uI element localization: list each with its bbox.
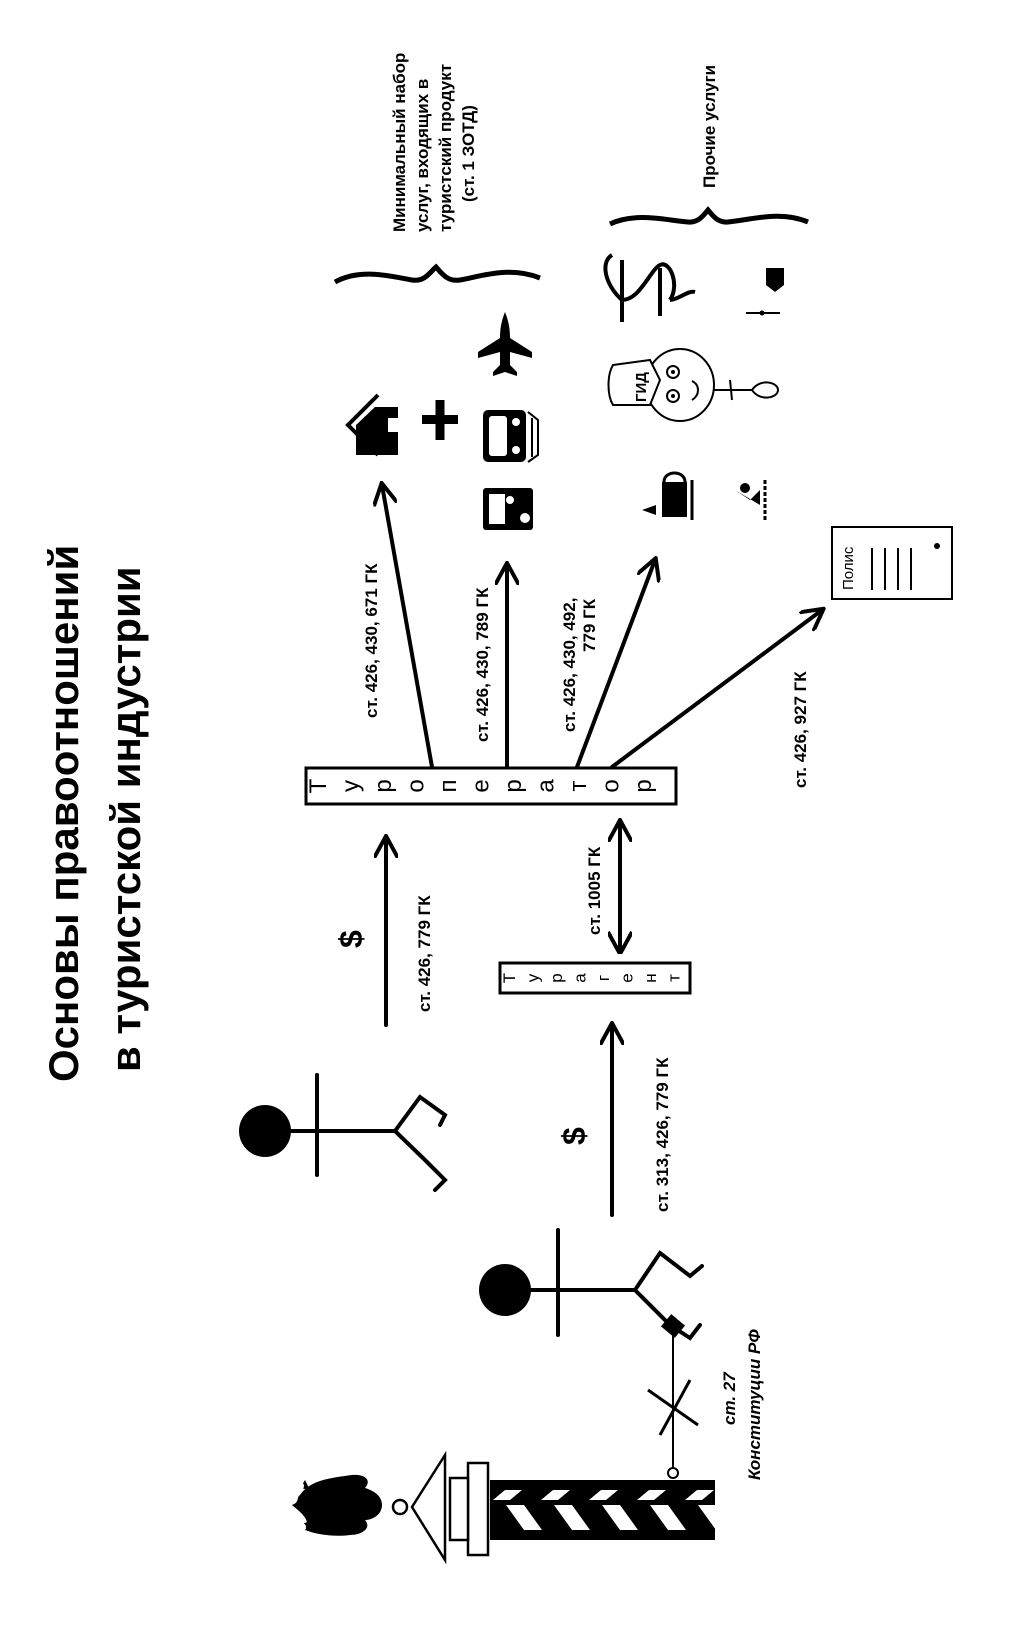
touroperator-letter: а	[533, 779, 560, 793]
border-post-stripe	[650, 1505, 686, 1530]
title-group: Основы правоотношений в туристской индус…	[40, 545, 149, 1082]
minimal-set-brace	[333, 263, 541, 285]
policy-label: Полис	[840, 546, 857, 590]
border-post-stripe	[493, 1490, 522, 1500]
border-post-stripe	[685, 1490, 714, 1500]
minimal-set-line-2: услуг, входящих в	[413, 79, 432, 232]
plus-icon	[422, 400, 458, 440]
minimal-set-header: Минимальный набор услуг, входящих в тури…	[390, 53, 478, 232]
forbidden-cross-icon	[647, 1379, 699, 1436]
label-operator-to-transport: ст. 426, 430, 789 ГК	[473, 587, 492, 742]
hotel-icon	[345, 393, 398, 457]
train-icon	[483, 410, 539, 463]
touroperator-letter: у	[338, 780, 365, 792]
touroperator-letter: р	[500, 779, 527, 792]
constitution-article: ст. 27	[720, 1371, 739, 1425]
title-line-2: в туристской индустрии	[102, 566, 149, 1072]
swimmer-icon	[735, 480, 767, 520]
double-headed-eagle-icon	[292, 1474, 382, 1536]
tourist-figure-1	[239, 1073, 448, 1192]
tourist-figure-2	[479, 1228, 704, 1341]
arrow-operator-to-other-services	[575, 560, 655, 769]
bus-icon	[483, 488, 533, 530]
label-operator-to-other-services-2: 779 ГК	[580, 598, 599, 652]
airplane-icon	[478, 312, 532, 376]
payment-tourist-to-agent: $	[556, 1127, 592, 1145]
touragent-letter: Т	[500, 973, 519, 983]
other-services-header: Прочие услуги	[700, 65, 719, 188]
border-post-stripe	[698, 1505, 734, 1530]
touroperator-letter: Т	[305, 778, 332, 793]
arrow-operator-to-accommodation	[382, 485, 434, 769]
touroperator-letter: о	[598, 779, 625, 792]
guide-cap-label: ГИД	[633, 372, 650, 402]
border-post-stripe	[506, 1505, 542, 1530]
border-post-icon	[391, 1450, 734, 1565]
other-services-brace	[608, 206, 809, 227]
payment-tourist-to-operator: $	[333, 930, 369, 948]
touroperator-letter: р	[630, 779, 657, 792]
label-tourist-to-operator: ст. 426, 779 ГК	[415, 895, 434, 1012]
touroperator-letter: о	[403, 779, 430, 792]
border-post-stripe	[602, 1505, 638, 1530]
minimal-set-line-3: туристский продукт	[436, 64, 455, 232]
border-post-stripe	[541, 1490, 570, 1500]
label-operator-to-accommodation: ст. 426, 430, 671 ГК	[362, 563, 381, 718]
touroperator-letter: е	[468, 779, 495, 792]
insurance-policy-document: Полис	[831, 526, 953, 600]
constitution-source: Конституции РФ	[745, 1329, 764, 1480]
title-line-1: Основы правоотношений	[40, 545, 87, 1082]
touroperator-letter: п	[435, 780, 462, 793]
chain-ring	[667, 1467, 679, 1479]
touragent-letter: г	[594, 975, 613, 981]
guide-icon: ГИД	[607, 348, 779, 422]
minimal-set-line-4: (ст. 1 ЗОТД)	[459, 105, 478, 202]
luggage-icon	[642, 471, 694, 520]
minimal-set-line-1: Минимальный набор	[390, 53, 409, 232]
label-operator-to-insurance: ст. 426, 927 ГК	[791, 671, 810, 788]
touragent-letter: у	[524, 973, 543, 982]
label-operator-to-other-services-1: ст. 426, 430, 492,	[560, 598, 579, 732]
beach-shovel-icon	[746, 268, 784, 316]
touragent-letter: р	[547, 973, 566, 982]
label-tourist-to-agent: ст. 313, 426, 779 ГК	[653, 1057, 672, 1212]
touroperator-letter: р	[370, 779, 397, 792]
border-post-stripe	[637, 1490, 666, 1500]
touragent-letter: н	[641, 973, 660, 982]
touroperator-letter: т	[565, 781, 592, 792]
touragent-letter: т	[665, 974, 684, 982]
label-agent-operator: ст. 1005 ГК	[585, 846, 604, 935]
touragent-letter: а	[571, 973, 590, 983]
touragent-letter: е	[618, 973, 637, 982]
border-post-stripe	[589, 1490, 618, 1500]
border-post-stripe	[554, 1505, 590, 1530]
arrow-operator-to-insurance	[610, 610, 822, 769]
medicine-snake-icon	[603, 253, 696, 322]
